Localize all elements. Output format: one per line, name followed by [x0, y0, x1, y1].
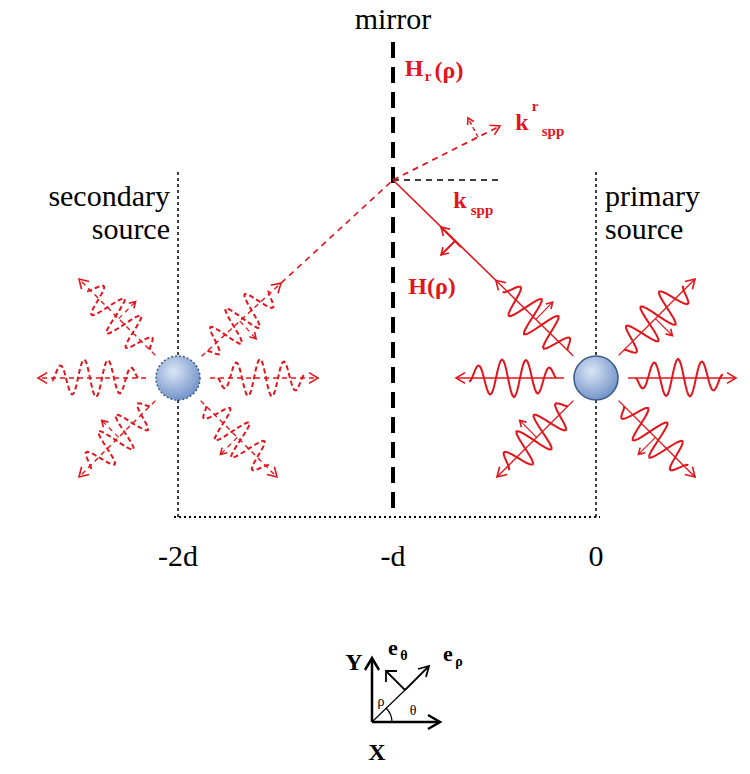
field-arrow — [240, 321, 256, 339]
arrow-head — [666, 329, 673, 336]
field-arrow — [102, 420, 119, 437]
field-label: r — [532, 98, 539, 115]
wave — [51, 360, 138, 398]
field-arrow — [220, 437, 237, 454]
arrow-head — [456, 373, 465, 384]
field-label: k — [453, 187, 466, 213]
arrow-head — [441, 227, 450, 236]
wave-axis — [79, 401, 155, 477]
text-label: ρ — [378, 694, 385, 709]
field-label: k — [515, 109, 528, 135]
arrow-head — [490, 125, 500, 135]
arrow-head — [271, 283, 281, 293]
axis-baseline — [174, 516, 600, 518]
text-label: θ — [410, 703, 417, 718]
primary-source — [574, 356, 618, 400]
text-label: -d — [381, 539, 406, 572]
h-arrow — [441, 241, 455, 255]
wave — [207, 289, 273, 354]
arrow-head — [220, 448, 227, 455]
wave-axis — [79, 279, 155, 355]
field-arrow — [638, 437, 655, 454]
wave-axis — [619, 279, 695, 355]
arrow-head — [496, 280, 506, 290]
field-label: (ρ) — [435, 57, 464, 83]
field-label: H(ρ) — [408, 273, 456, 299]
incident-ray — [393, 180, 496, 280]
arrow-head — [129, 302, 136, 309]
wave — [624, 286, 688, 353]
wave — [636, 359, 723, 397]
text-label: e — [388, 636, 398, 660]
source-guide — [177, 172, 179, 517]
field-label: spp — [471, 202, 494, 219]
wave — [469, 360, 556, 398]
arrow-head — [638, 448, 645, 455]
text-label: Y — [345, 649, 362, 675]
text-label: e — [443, 642, 453, 666]
wave — [203, 406, 270, 470]
wave-axis — [619, 401, 695, 477]
arrow-head — [520, 420, 527, 427]
reflected-ray — [393, 126, 500, 180]
wave — [504, 403, 568, 470]
text-label: 0 — [589, 539, 604, 572]
arrow-head — [685, 279, 695, 289]
text-label: X — [368, 739, 385, 765]
wave-axis — [496, 280, 573, 355]
source-guide — [595, 172, 597, 517]
axes — [365, 658, 440, 729]
arrow-head — [249, 332, 256, 339]
arrow-head — [79, 467, 89, 477]
mirror-line — [391, 42, 395, 517]
arrow-head — [468, 118, 474, 125]
field-arrow — [655, 319, 672, 336]
wave — [86, 403, 150, 470]
arrow-head — [497, 467, 507, 477]
arrow-head — [267, 467, 277, 477]
arrow-head — [102, 420, 109, 427]
wave-group — [38, 118, 736, 477]
normal-line — [393, 179, 500, 181]
wave — [503, 287, 571, 350]
arrow-head — [309, 373, 318, 384]
arrow-head — [727, 373, 736, 384]
field-arrow — [520, 420, 537, 437]
virtual-ray — [281, 180, 393, 283]
text-label: -2d — [158, 539, 198, 572]
text-label: primary source — [605, 179, 745, 245]
text-label: θ — [400, 648, 407, 663]
arrow-head — [79, 279, 89, 289]
wave-axis — [202, 283, 281, 356]
text-label: secondary source — [20, 179, 170, 245]
field-label: H — [405, 55, 424, 81]
text-label: mirror — [355, 2, 432, 35]
arrow-head — [685, 467, 695, 477]
wave — [218, 359, 305, 397]
hr-arrow — [468, 118, 478, 137]
wave-axis — [497, 401, 573, 477]
wave — [621, 406, 688, 470]
field-label: r — [425, 68, 432, 85]
arrow-head — [38, 373, 47, 384]
arrow-head — [441, 247, 449, 255]
field-label: spp — [542, 123, 565, 140]
arrow-head — [546, 302, 553, 309]
field-arrow — [536, 302, 553, 319]
secondary-source — [156, 356, 200, 400]
text-label: ρ — [455, 654, 463, 669]
wave — [86, 286, 153, 350]
wave-axis — [201, 401, 277, 477]
field-arrow — [119, 302, 136, 319]
